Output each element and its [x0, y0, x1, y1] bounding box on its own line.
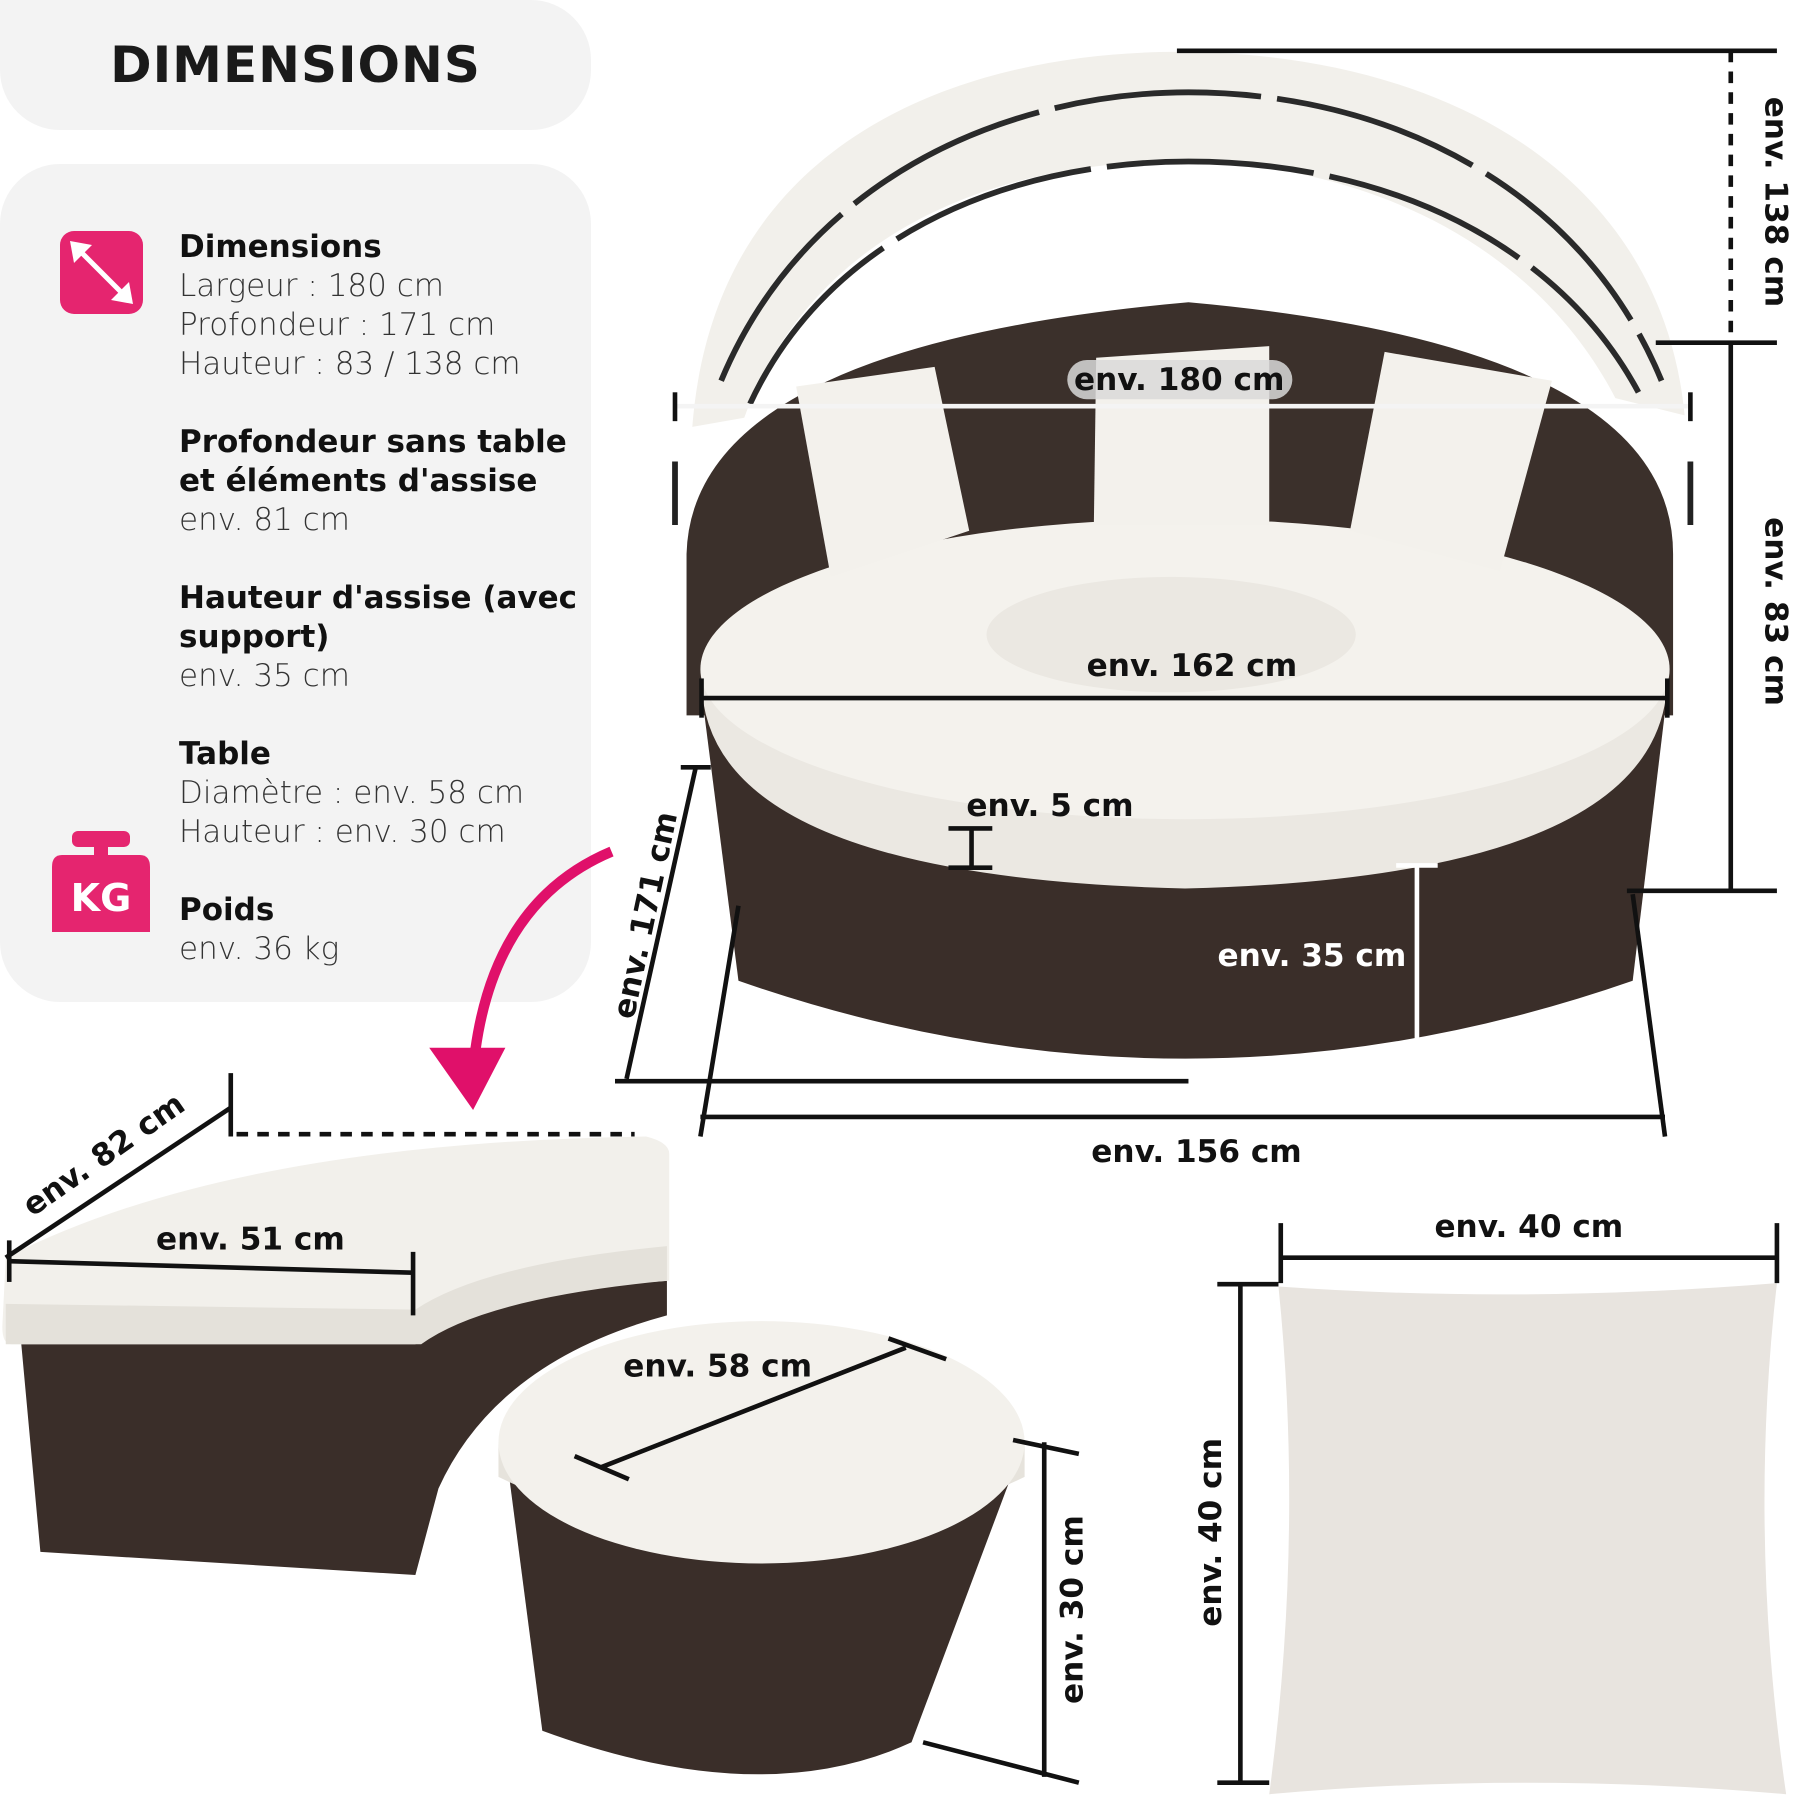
spec-heading: et éléments d'assise — [179, 463, 538, 499]
spec-heading: support) — [179, 619, 330, 655]
spec-dimensions: Dimensions Largeur : 180 cm Profondeur :… — [179, 228, 577, 384]
spec-line: Profondeur : 171 cm — [179, 307, 496, 343]
spec-heading: Profondeur sans table — [179, 424, 567, 460]
spec-heading: Dimensions — [179, 229, 382, 265]
daybed-image — [672, 51, 1694, 1059]
canopy-height-label: env. 138 cm — [1757, 97, 1793, 307]
kg-weight-icon: KG — [52, 831, 150, 932]
spec-line: Hauteur : env. 30 cm — [179, 814, 506, 850]
spec-heading: Table — [179, 736, 271, 772]
page-title: DIMENSIONS — [110, 36, 481, 94]
spec-line: Diamètre : env. 58 cm — [179, 775, 525, 811]
table-ottoman-image — [498, 1321, 1025, 1775]
daybed-width-label: env. 180 cm — [1074, 362, 1284, 398]
spec-weight: Poids env. 36 kg — [179, 891, 577, 969]
spec-table: Table Diamètre : env. 58 cm Hauteur : en… — [179, 735, 577, 852]
table-diameter-label: env. 58 cm — [623, 1349, 812, 1385]
bench-dimension-lines — [4, 1073, 635, 1316]
kg-label: KG — [71, 876, 132, 920]
daybed-dimension-lines — [615, 48, 1777, 1137]
back-height-label: env. 83 cm — [1757, 517, 1793, 706]
pillow-dimension-lines — [1217, 1223, 1780, 1785]
bench-width-label: env. 51 cm — [156, 1222, 345, 1258]
spec-line: env. 35 cm — [179, 658, 350, 694]
daybed-depth-label: env. 171 cm — [606, 809, 685, 1022]
seat-height-label: env. 35 cm — [1218, 938, 1407, 974]
cushion-thickness-label: env. 5 cm — [966, 788, 1133, 824]
label-pill — [1067, 360, 1293, 400]
table-dimension-lines — [573, 1336, 1080, 1785]
title-box: DIMENSIONS — [0, 0, 591, 130]
spec-heading: Poids — [179, 892, 275, 928]
curved-arrow-icon — [429, 846, 614, 1110]
spec-line: env. 81 cm — [179, 502, 350, 538]
spec-depth-without-table: Profondeur sans table et éléments d'assi… — [179, 423, 577, 540]
base-width-label: env. 156 cm — [1091, 1134, 1301, 1170]
spec-heading: Hauteur d'assise (avec — [179, 580, 578, 616]
spec-line: Largeur : 180 cm — [179, 268, 444, 304]
pillow-image — [1269, 1283, 1787, 1795]
table-height-label: env. 30 cm — [1054, 1515, 1090, 1704]
diagonal-arrows-icon — [60, 231, 143, 314]
spec-seat-height: Hauteur d'assise (avec support) env. 35 … — [179, 579, 577, 696]
seat-width-label: env. 162 cm — [1087, 648, 1297, 684]
pillow-height-label: env. 40 cm — [1193, 1438, 1229, 1627]
pillow-width-label: env. 40 cm — [1434, 1209, 1623, 1245]
spec-line: env. 36 kg — [179, 931, 340, 967]
spec-line: Hauteur : 83 / 138 cm — [179, 346, 521, 382]
bench-segment-image — [2, 1136, 670, 1575]
specs-list: Dimensions Largeur : 180 cm Profondeur :… — [179, 228, 577, 1008]
